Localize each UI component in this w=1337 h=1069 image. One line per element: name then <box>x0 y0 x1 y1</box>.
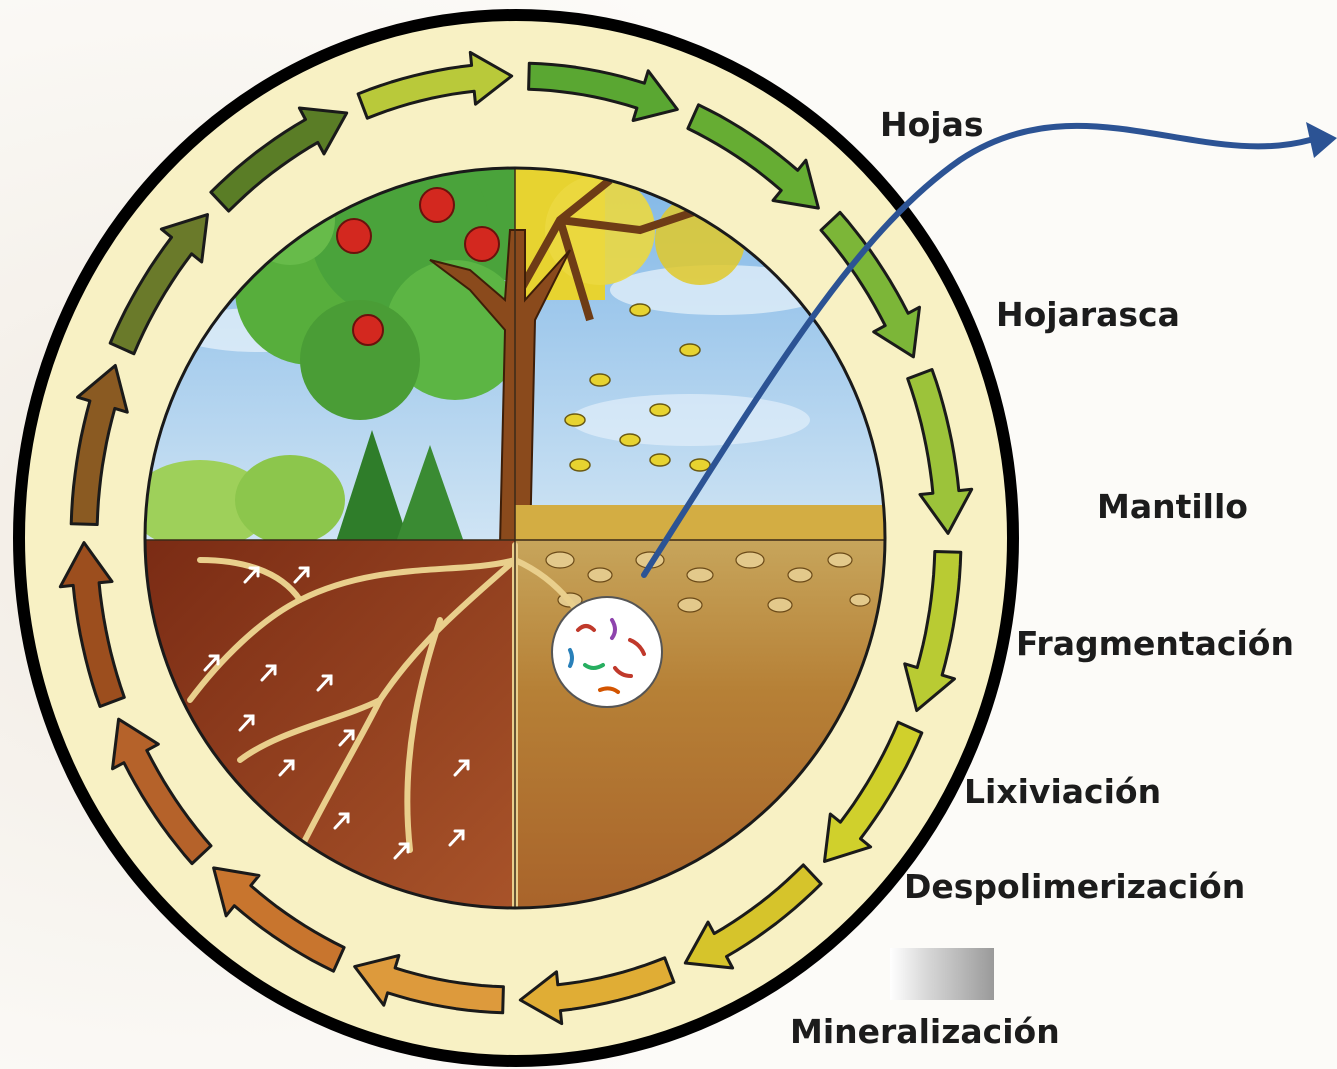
label-lixiviacion: Lixiviación <box>964 775 1161 808</box>
apple <box>337 219 371 253</box>
microorganisms-magnifier <box>552 597 662 707</box>
label-mineralizacion: Mineralización <box>790 1015 1060 1048</box>
label-fragmentacion: Fragmentación <box>1016 627 1294 660</box>
apple <box>353 315 383 345</box>
apple <box>465 227 499 261</box>
label-despolimerizacion: Despolimerización <box>904 870 1245 903</box>
apple <box>420 188 454 222</box>
label-mantillo: Mantillo <box>1097 490 1248 523</box>
label-hojas: Hojas <box>880 108 984 141</box>
label-hojarasca: Hojarasca <box>996 298 1180 331</box>
gray-swatch <box>890 948 994 1000</box>
